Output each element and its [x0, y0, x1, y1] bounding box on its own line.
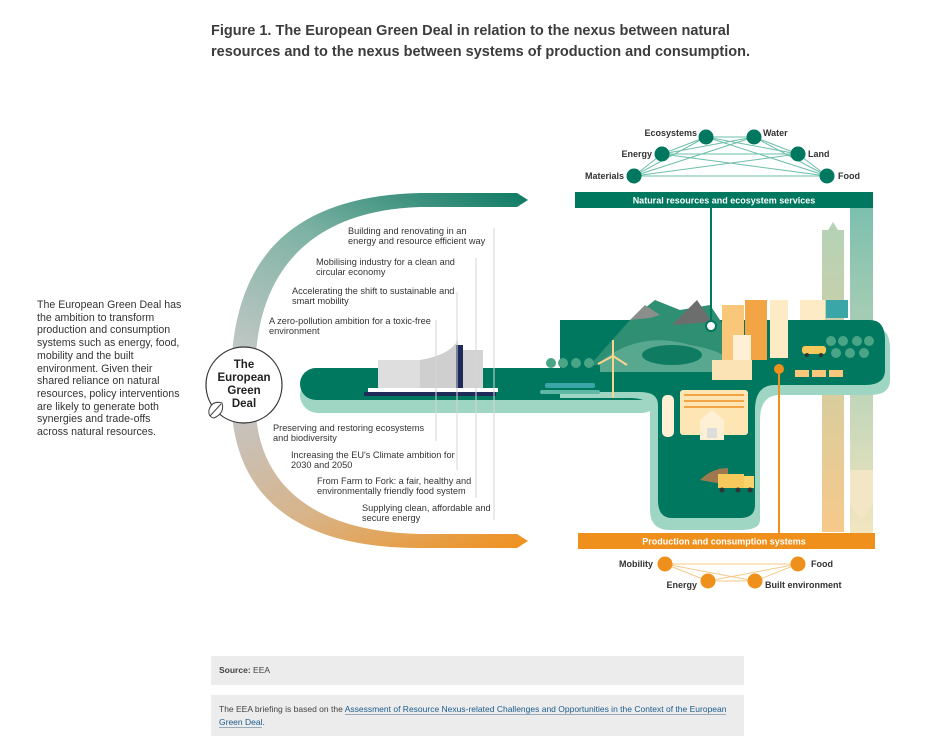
note-box: The EEA briefing is based on the Assessm… — [211, 695, 744, 736]
node-label-energy: Energy — [621, 149, 652, 159]
source-label: Source: — [219, 665, 251, 675]
note-prefix: The EEA briefing is based on the — [219, 704, 345, 714]
policy-pollution-line2: environment — [269, 326, 320, 336]
green-deal-label-line-1: The — [234, 359, 254, 371]
policy-mobility-line2: smart mobility — [292, 296, 349, 306]
policy-ecosystems-line2: and biodiversity — [273, 433, 337, 443]
node-food — [819, 168, 835, 184]
policy-climate-line2: 2030 and 2050 — [291, 460, 352, 470]
resource-pin — [705, 320, 717, 332]
figure-title: Figure 1. The European Green Deal in rel… — [211, 23, 751, 60]
natural-resources-bar — [575, 192, 873, 208]
trees-right — [826, 336, 874, 358]
policy-leader-lines — [435, 228, 495, 520]
side-description: The European Green Deal has the ambition… — [37, 299, 182, 439]
node-label-built-environment: Built environment — [765, 580, 842, 590]
production-network — [664, 563, 799, 582]
resource-down-arrow — [850, 470, 873, 520]
wind-turbine-icon — [597, 340, 628, 398]
node-label-energy-consumption: Energy — [666, 580, 697, 590]
note-suffix: . — [262, 717, 265, 727]
trees-left — [546, 358, 594, 368]
source-value: EEA — [253, 665, 271, 675]
eu-building-illustration — [364, 340, 498, 396]
node-label-materials: Materials — [585, 171, 624, 181]
policy-energy-line2: secure energy — [362, 513, 421, 523]
solar-panels — [795, 370, 843, 377]
source-box: Source: EEA — [211, 656, 744, 685]
node-water — [746, 129, 762, 145]
node-energy-consumption — [700, 573, 716, 589]
policy-industry-line1: Mobilising industry for a clean and — [316, 257, 455, 267]
green-deal-label-line-4: Deal — [232, 398, 256, 410]
production-consumption-bar — [578, 533, 875, 549]
production-consumption-bar-label: Production and consumption systems — [642, 537, 806, 547]
mountains-illustration — [590, 300, 730, 372]
node-label-food: Food — [838, 171, 860, 181]
node-food-consumption — [790, 556, 806, 572]
nexus-diagram: Ecosystems Water Energy Land Materials F… — [205, 128, 890, 590]
policy-ecosystems-line1: Preserving and restoring ecosystems — [273, 423, 425, 433]
policy-mobility-line1: Accelerating the shift to sustainable an… — [292, 286, 454, 296]
node-ecosystems — [698, 129, 714, 145]
natural-resources-bar-label: Natural resources and ecosystem services — [633, 196, 816, 206]
node-land — [790, 146, 806, 162]
consumption-up-arrow — [822, 222, 844, 240]
policy-climate-line1: Increasing the EU's Climate ambition for — [291, 450, 455, 460]
node-label-food-consumption: Food — [811, 559, 833, 569]
policy-pollution-line1: A zero-pollution ambition for a toxic-fr… — [269, 316, 431, 326]
farm-illustration — [662, 390, 748, 440]
policy-building-line1: Building and renovating in an — [348, 226, 467, 236]
policy-farm-to-fork-line2: environmentally friendly food system — [317, 486, 466, 496]
node-mobility — [657, 556, 673, 572]
lake — [540, 383, 600, 394]
node-label-water: Water — [763, 128, 788, 138]
city-buildings-illustration — [712, 300, 848, 380]
green-deal-label-line-2: European — [217, 372, 270, 384]
green-deal-circle — [205, 346, 283, 424]
upper-arc-arrow — [232, 193, 528, 355]
assessment-link[interactable]: Assessment of Resource Nexus-related Cha… — [219, 704, 727, 728]
policy-energy-line1: Supplying clean, affordable and — [362, 503, 491, 513]
policy-industry-line2: circular economy — [316, 267, 386, 277]
natural-resources-network — [633, 136, 828, 177]
node-label-mobility: Mobility — [619, 559, 653, 569]
lower-arc-arrow — [232, 415, 528, 548]
node-label-land: Land — [808, 149, 830, 159]
car-illustration — [802, 346, 826, 357]
truck-illustration — [700, 468, 754, 493]
policy-building-line2: energy and resource efficient way — [348, 236, 486, 246]
green-deal-label-line-3: Green — [227, 385, 260, 397]
node-materials — [626, 168, 642, 184]
node-label-ecosystems: Ecosystems — [644, 128, 697, 138]
leaf-icon — [208, 401, 224, 419]
consumption-pin — [774, 364, 784, 374]
node-built-environment — [747, 573, 763, 589]
node-energy — [654, 146, 670, 162]
policy-farm-to-fork-line1: From Farm to Fork: a fair, healthy and — [317, 476, 471, 486]
